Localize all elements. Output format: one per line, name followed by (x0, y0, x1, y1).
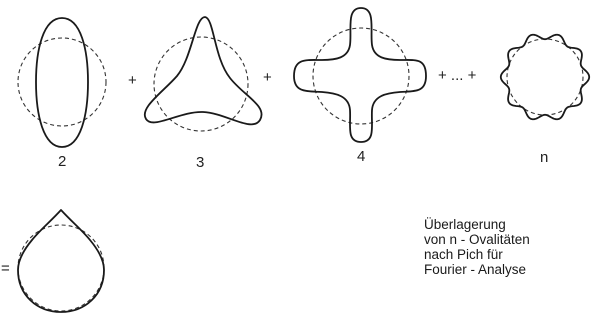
plus-sign: + (128, 72, 137, 89)
caption-line: Überlagerung (424, 217, 506, 232)
teardrop-outline (17, 209, 105, 313)
ovality-order-n (499, 33, 591, 121)
ovality-3-outline (143, 16, 263, 126)
caption-line: nach Pich für (424, 247, 503, 262)
order-label-2: 2 (58, 153, 66, 170)
reference-circle (153, 36, 249, 132)
caption-line: von n - Ovalitäten (424, 232, 530, 247)
order-label-3: 3 (196, 154, 204, 171)
superposition-result (17, 209, 105, 313)
ovality-order-2 (17, 17, 107, 148)
reference-circle (17, 37, 107, 127)
ovality-2-outline (35, 17, 89, 148)
caption-line: Fourier - Analyse (424, 262, 527, 277)
ellipsis-plus: + ... + (438, 67, 477, 84)
ovality-n-outline (499, 33, 591, 121)
plus-sign: + (263, 69, 272, 86)
ovality-4-outline (293, 7, 427, 143)
reference-circle (312, 27, 410, 125)
ovality-order-3 (143, 16, 263, 132)
order-label-4: 4 (357, 148, 365, 165)
reference-circle (506, 38, 584, 116)
ovality-order-4 (293, 7, 427, 143)
reference-circle (17, 224, 105, 312)
caption: Überlagerung von n - Ovalitäten nach Pic… (424, 217, 530, 277)
equals-sign: = (1, 260, 10, 277)
order-label-n: n (540, 149, 548, 166)
